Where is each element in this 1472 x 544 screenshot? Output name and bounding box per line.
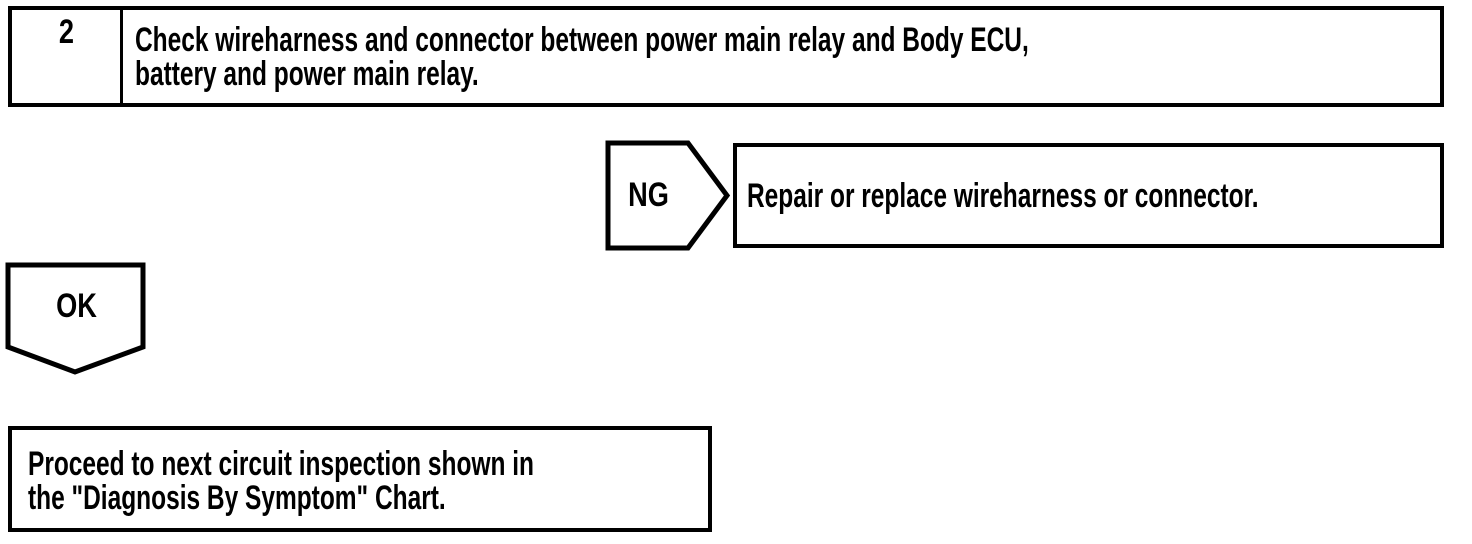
ng-label: NG [627, 176, 669, 214]
step-instruction-line: battery and power main relay. [135, 55, 479, 93]
ok-label-container: OK [5, 262, 147, 350]
step-number-cell: 2 [12, 10, 123, 103]
step-instruction-line: Check wireharness and connector between … [135, 21, 1029, 59]
step-instruction: Check wireharness and connector between … [123, 10, 1440, 103]
ok-action-line: Proceed to next circuit inspection shown… [28, 445, 535, 483]
ok-action-box: Proceed to next circuit inspection shown… [8, 426, 712, 532]
ng-action-box: Repair or replace wireharness or connect… [733, 143, 1444, 248]
ng-label-container: NG [605, 140, 691, 250]
step-number: 2 [58, 13, 74, 51]
ok-pentagon-arrow-icon [5, 262, 146, 375]
ok-action-line: the "Diagnosis By Symptom" Chart. [28, 479, 446, 517]
ng-pentagon-arrow-icon [605, 140, 731, 251]
ng-action-text: Repair or replace wireharness or connect… [747, 176, 1259, 215]
step-box: 2 Check wireharness and connector betwee… [8, 6, 1444, 107]
ok-label: OK [55, 287, 97, 325]
